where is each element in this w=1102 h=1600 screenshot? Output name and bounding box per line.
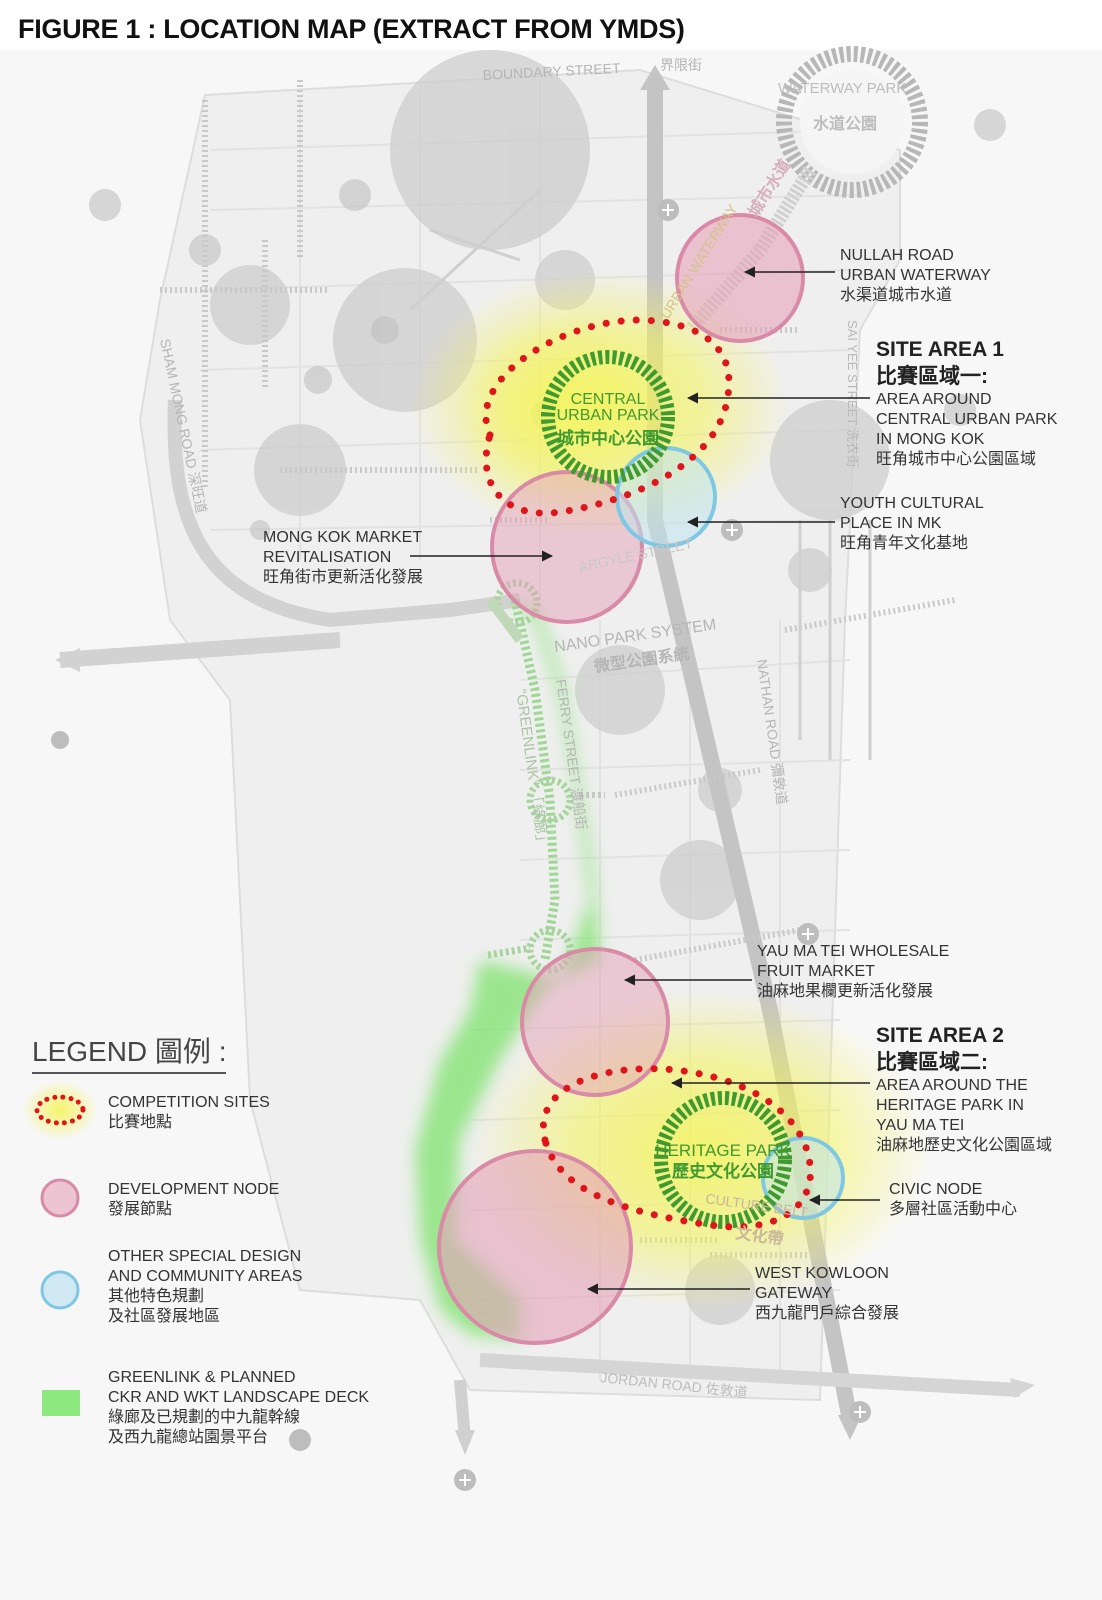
greenlink-corridor: [415, 600, 600, 1340]
waterway-park-cn-label: 水道公園: [813, 114, 877, 133]
legend-development-node: DEVELOPMENT NODE 發展節點: [108, 1181, 280, 1218]
callout-site-area-1: SITE AREA 1 比賽區域一: AREA AROUND CENTRAL U…: [876, 338, 1058, 468]
legend-competition-sites: COMPETITION SITES 比賽地點: [108, 1094, 270, 1131]
figure-title: FIGURE 1 : LOCATION MAP (EXTRACT FROM YM…: [18, 14, 685, 44]
callout-site-area-2: SITE AREA 2 比賽區域二: AREA AROUND THE HERIT…: [876, 1024, 1053, 1154]
central-park-label-2: URBAN PARK: [557, 407, 660, 424]
sai-yee-street-label: SAI YEE STREET 洗衣街: [845, 320, 860, 468]
boundary-street-label: BOUNDARY STREET: [482, 60, 621, 83]
callout-youth-cultural: YOUTH CULTURAL PLACE IN MK 旺角青年文化基地: [840, 495, 984, 552]
development-nodes: [437, 213, 805, 1345]
legend-greenlink: GREENLINK & PLANNED CKR AND WKT LANDSCAP…: [108, 1369, 370, 1446]
waterway-park-label: WATERWAY PARK: [778, 80, 906, 97]
legend-title: LEGEND 圖例 :: [32, 1030, 227, 1074]
competition-site-1-outline: [482, 316, 733, 517]
central-park-cn-label: 城市中心公園: [557, 428, 659, 448]
heritage-park-label: HERITAGE PARK: [655, 1141, 791, 1160]
callout-nullah-road: NULLAH ROAD URBAN WATERWAY 水渠道城市水道: [840, 247, 991, 304]
central-park-label-1: CENTRAL: [571, 391, 646, 408]
central-urban-park-ring: [541, 350, 675, 484]
legend-symbols: [22, 1080, 98, 1416]
heritage-park-ring: [654, 1091, 792, 1229]
callout-civic-node: CIVIC NODE 多層社區活動中心: [889, 1181, 1018, 1218]
legend-special-design-areas: OTHER SPECIAL DESIGN AND COMMUNITY AREAS…: [108, 1248, 303, 1325]
competition-site-2-outline: [539, 1065, 814, 1231]
callout-ymt-fruit-market: YAU MA TEI WHOLESALE FRUIT MARKET 油麻地果欄更…: [757, 943, 950, 1000]
callout-west-kowloon-gateway: WEST KOWLOON GATEWAY 西九龍門戶綜合發展: [755, 1265, 900, 1322]
boundary-street-cn-label: 界限街: [660, 57, 702, 73]
callout-arrows: [410, 266, 880, 1295]
callout-mong-kok-market: MONG KOK MARKET REVITALISATION 旺角街市更新活化發…: [263, 529, 424, 586]
heritage-park-cn-label: 歷史文化公園: [672, 1161, 774, 1181]
